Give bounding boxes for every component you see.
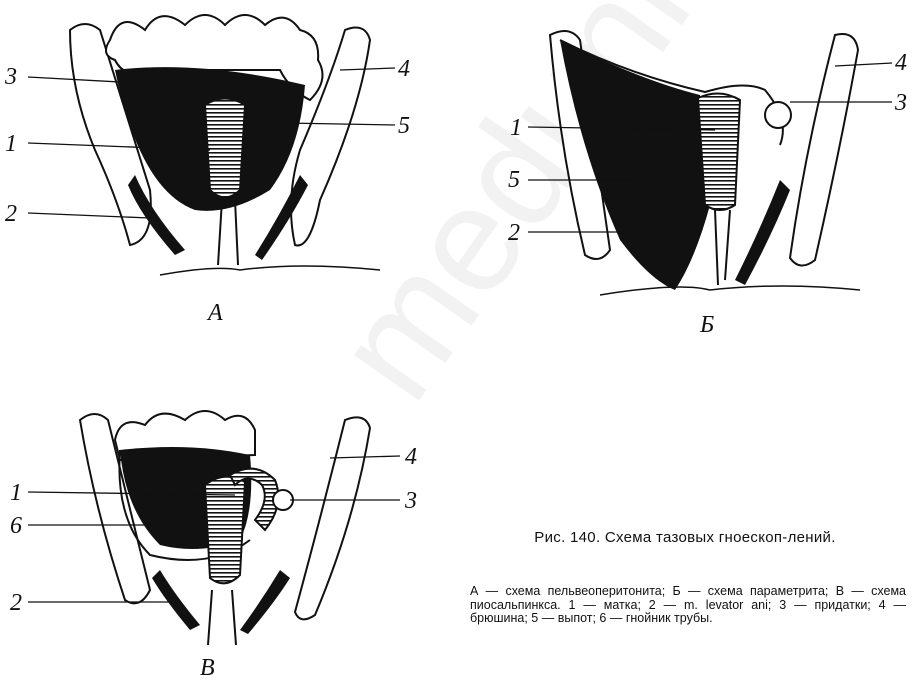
- uterus: [205, 477, 245, 584]
- pelvic-wall-right: [295, 417, 370, 619]
- label-b-5: 5: [508, 167, 520, 193]
- uterus: [698, 93, 740, 210]
- uterus: [205, 99, 245, 198]
- label-a-5: 5: [398, 113, 410, 139]
- panel-b-diagram: 1 5 2 4 3 Б: [460, 0, 912, 340]
- figure-caption-title: Рис. 140. Схема тазовых гноескоп-лений.: [470, 528, 900, 547]
- label-a-3: 3: [4, 64, 17, 90]
- panel-a-diagram: 3 1 2 4 5 А: [0, 0, 450, 330]
- label-v-2: 2: [10, 590, 22, 616]
- adnexa: [765, 102, 791, 128]
- label-b-4: 4: [895, 50, 907, 76]
- panel-v-letter: В: [200, 655, 215, 680]
- label-b-1: 1: [510, 115, 522, 141]
- label-a-1: 1: [5, 131, 17, 157]
- label-v-3: 3: [404, 488, 417, 514]
- vagina: [218, 200, 238, 265]
- label-b-3: 3: [894, 90, 907, 116]
- levator-ani-right: [735, 180, 790, 285]
- label-b-2: 2: [508, 220, 520, 246]
- levator-ani-left: [152, 570, 200, 630]
- levator-ani-right: [240, 570, 290, 634]
- label-a-2: 2: [5, 201, 17, 227]
- label-a-4: 4: [398, 56, 410, 82]
- label-v-1: 1: [10, 480, 22, 506]
- label-v-6: 6: [10, 513, 22, 539]
- panel-v-diagram: 1 6 2 4 3 В: [0, 380, 450, 680]
- pelvic-wall-right: [790, 34, 858, 266]
- figure-caption-legend: А — схема пельвеоперитонита; Б — схема п…: [470, 585, 906, 626]
- panel-b-letter: Б: [699, 312, 714, 338]
- panel-a-letter: А: [206, 300, 223, 326]
- label-v-4: 4: [405, 444, 417, 470]
